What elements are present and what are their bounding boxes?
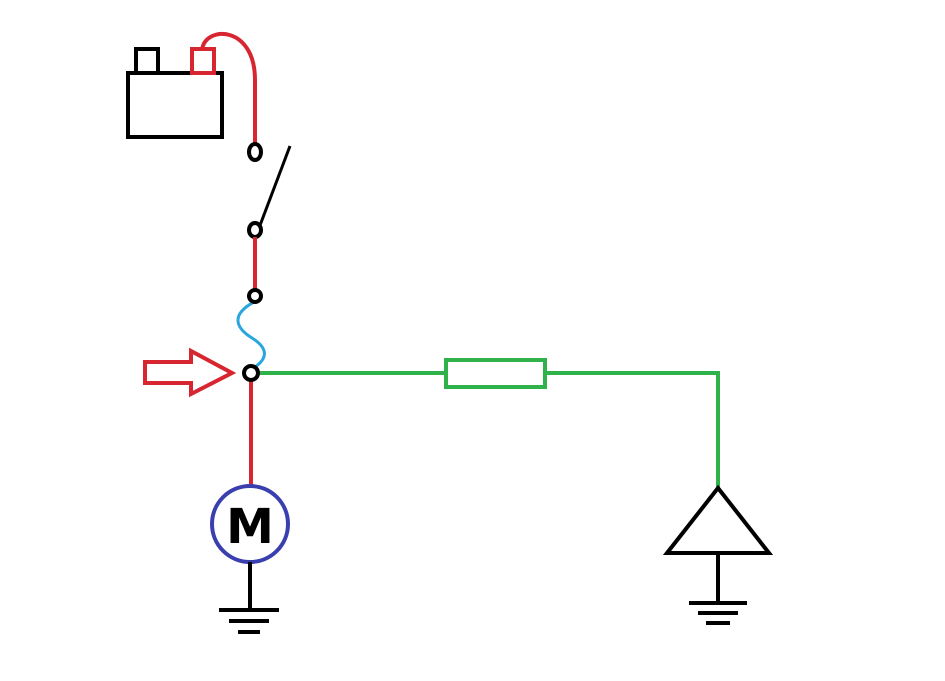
arrow-indicator (143, 347, 237, 398)
fuse (236, 288, 266, 369)
resistor-to-amplifier-wire (545, 371, 720, 487)
fuse-element (236, 300, 266, 369)
switch (247, 142, 292, 239)
battery (126, 47, 224, 139)
fuse-top-contact (247, 288, 263, 304)
motor-label: M (226, 499, 274, 555)
motor-ground-symbol (219, 562, 279, 634)
switch-top-contact (247, 142, 263, 162)
amplifier-triangle (662, 484, 774, 555)
junction-node (242, 364, 260, 382)
battery-positive-terminal (190, 47, 216, 75)
battery-body (126, 71, 224, 139)
amplifier-ground-symbol (689, 553, 747, 625)
resistor (444, 358, 547, 389)
motor: M (210, 484, 290, 564)
battery-negative-terminal (134, 47, 160, 75)
switch-bottom-contact (247, 221, 263, 239)
switch-lever (257, 145, 292, 229)
battery-positive-lead (200, 31, 257, 145)
